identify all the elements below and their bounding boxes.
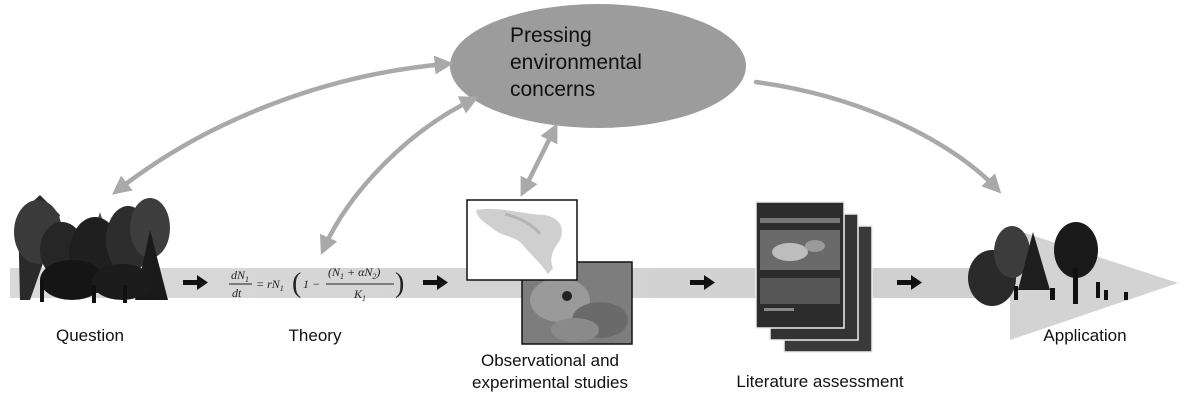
- application-label: Application: [1043, 326, 1127, 345]
- concerns-line-3: concerns: [510, 78, 596, 101]
- arrow-3: [690, 275, 715, 290]
- feedback-arrows: [112, 55, 1002, 255]
- map-image: [466, 199, 578, 281]
- svg-text:1 −: 1 −: [303, 277, 320, 291]
- svg-text:): ): [395, 268, 404, 299]
- logistic-equation: dN1 dt = rN1 ( 1 − (N1 + αN2) K1 ): [229, 265, 404, 303]
- eq-lhs-den: dt: [232, 286, 242, 300]
- arrow-2: [423, 275, 448, 290]
- svg-text:(: (: [292, 268, 301, 299]
- svg-text:= rN1: = rN1: [256, 277, 284, 293]
- svg-text:dN1: dN1: [231, 268, 249, 284]
- concerns-application-arrow: [753, 79, 1002, 194]
- concerns-line-2: environmental: [510, 51, 642, 74]
- question-forest-image: [14, 195, 170, 303]
- application-forest-image: [968, 222, 1128, 306]
- studies-label: Observational and experimental studies: [450, 350, 650, 394]
- svg-text:(N1 + αN2): (N1 + αN2): [328, 265, 380, 281]
- question-label: Question: [55, 326, 125, 345]
- theory-label: Theory: [288, 326, 342, 345]
- pressing-concerns-ellipse: [450, 4, 746, 128]
- pressing-concerns-label: Pressing environmental concerns: [510, 22, 710, 103]
- literature-label: Literature assessment: [736, 372, 904, 391]
- question-concerns-arrow: [112, 55, 454, 195]
- arrow-4: [897, 275, 922, 290]
- svg-text:K1: K1: [353, 287, 366, 303]
- studies-label-line-2: experimental studies: [472, 373, 628, 392]
- studies-concerns-arrow: [520, 123, 558, 197]
- stage-arrows: [183, 275, 922, 290]
- concerns-line-1: Pressing: [510, 24, 592, 47]
- arrow-1: [183, 275, 208, 290]
- eq-lhs-num: dN: [231, 268, 246, 282]
- studies-label-line-1: Observational and: [481, 351, 619, 370]
- literature-stack-image: [755, 201, 873, 353]
- theory-concerns-arrow: [320, 96, 479, 255]
